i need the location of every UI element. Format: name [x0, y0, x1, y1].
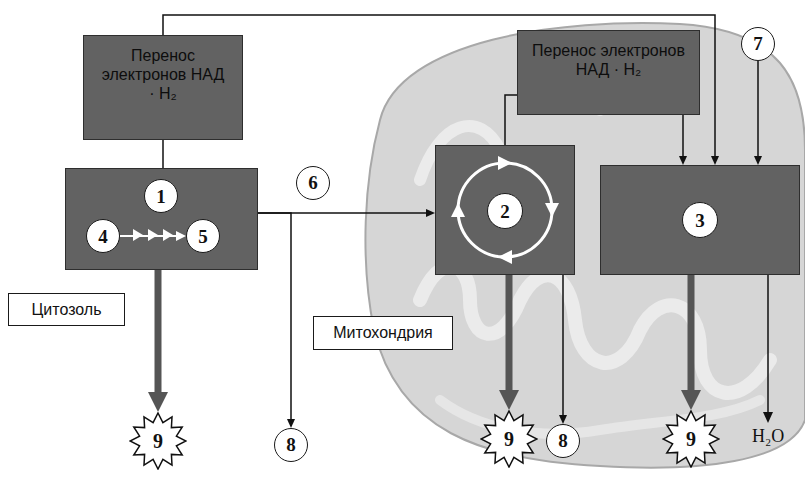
node-text: 2 — [500, 202, 510, 221]
respiratory-chain-box: 3 — [600, 165, 800, 275]
callout-number: 2 — [487, 193, 523, 229]
node-text: 9 — [686, 428, 696, 451]
node-text: 9 — [153, 430, 163, 453]
callout-number: 3 — [682, 202, 718, 238]
product-label: H₂O — [752, 426, 784, 447]
flow-arrow — [757, 61, 759, 156]
cycle-arrowhead — [498, 250, 512, 264]
node-text: 5 — [198, 227, 208, 246]
flow-arrow — [562, 275, 564, 415]
compartment-label: Митохондрия — [313, 316, 453, 350]
node-text: Митохондрия — [333, 324, 433, 342]
callout-number: 1 — [144, 179, 178, 213]
callout-number: 8 — [274, 428, 308, 462]
mitochondrion-crista — [420, 266, 770, 393]
energy-star: 9 — [662, 410, 720, 468]
flow-arrow — [162, 140, 164, 168]
water-arrow-head — [763, 412, 773, 423]
energy-arrow — [506, 275, 513, 390]
node-text: 3 — [695, 211, 705, 230]
flow-arrow — [163, 15, 715, 156]
flow-arrow — [258, 213, 291, 419]
box-text: Перенос электронов НАД · Н₂ — [532, 42, 685, 78]
chevron-arrowhead — [133, 229, 143, 241]
callout-number: 5 — [186, 219, 220, 253]
cycle-arrowhead — [451, 203, 465, 217]
water-arrow-line — [767, 275, 769, 414]
node-text: 4 — [98, 227, 108, 246]
energy-star: 9 — [129, 412, 187, 470]
box-text: Перенос электронов НАД · Н₂ — [102, 47, 225, 102]
node-text: 8 — [286, 434, 296, 456]
starburst-shape — [481, 411, 537, 467]
cycle-arrowhead — [545, 203, 559, 217]
callout-number: 6 — [296, 166, 330, 200]
callout-number: 8 — [546, 424, 580, 458]
energy-arrow — [688, 275, 695, 390]
flow-arrow — [505, 95, 517, 145]
compartment-label: Цитозоль — [8, 293, 125, 326]
chevron-arrowhead — [163, 229, 173, 241]
node-text: 8 — [558, 430, 568, 452]
callout-number: 7 — [741, 27, 775, 61]
starburst-shape — [130, 413, 186, 469]
krebs-cycle-ring — [458, 163, 552, 257]
node-text: 6 — [308, 172, 318, 194]
starburst-shape — [663, 411, 719, 467]
node-text: 9 — [504, 428, 514, 451]
electron-transport-box: Перенос электронов НАД · Н₂ — [83, 35, 243, 140]
glycolysis-box: 1 4 5 — [65, 168, 258, 270]
energy-arrow — [155, 270, 162, 392]
node-text: 7 — [753, 33, 763, 55]
energy-star: 9 — [480, 410, 538, 468]
node-text: Цитозоль — [31, 301, 101, 319]
callout-number: 4 — [86, 219, 120, 253]
cycle-arrowhead — [498, 156, 512, 170]
flow-arrow — [682, 115, 684, 156]
node-text: 1 — [156, 187, 166, 206]
electron-transport-box: Перенос электронов НАД · Н₂ — [517, 30, 700, 115]
chevron-arrowhead — [148, 229, 158, 241]
mitochondrion-outer — [365, 23, 805, 468]
